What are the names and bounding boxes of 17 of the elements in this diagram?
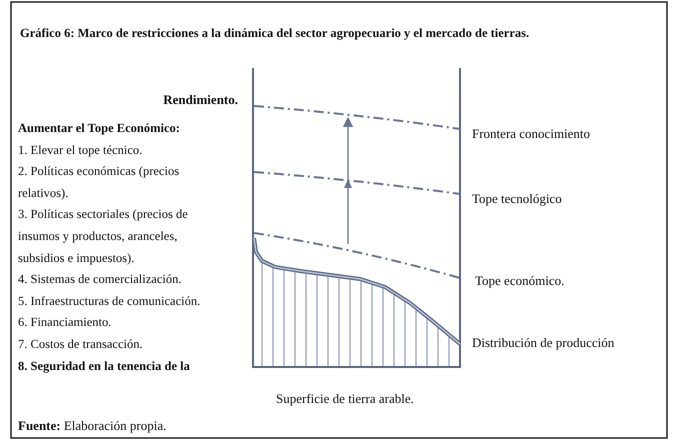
list-item: 1. Elevar el tope técnico. [18, 142, 144, 159]
caption: Fuente: Elaboración propia. [18, 418, 166, 434]
axis-label: Superficie de tierra arable. [276, 391, 414, 407]
list-item: 2. Políticas económicas (precios relativos). [18, 163, 180, 202]
curve-label: Tope tecnológico [472, 191, 562, 207]
curve-label: Tope económico. [475, 273, 564, 289]
list-item: 8. Seguridad en la tenencia de la [18, 358, 191, 375]
curve-label: Frontera conocimiento [472, 126, 590, 142]
list-item: 3. Políticas sectoriales (precios de insumos y productos, aranceles, subsidios e impuestos). [18, 206, 189, 267]
list-heading: Aumentar el Tope Económico: [18, 120, 181, 137]
axis-label: Rendimiento. [163, 92, 238, 108]
list-item: 4. Sistemas de comercialización. [18, 271, 182, 288]
list-item: 6. Financiamiento. [18, 314, 112, 332]
curve-label: Distribución de producción [472, 335, 614, 351]
title: Gráfico 6: Marco de restricciones a la dinámica del sector agropecuario y el mercado de tierras. [20, 25, 530, 41]
list-item: 7. Costos de transacción. [18, 336, 144, 353]
list-item: 5. Infraestructuras de comunicación. [18, 292, 202, 310]
